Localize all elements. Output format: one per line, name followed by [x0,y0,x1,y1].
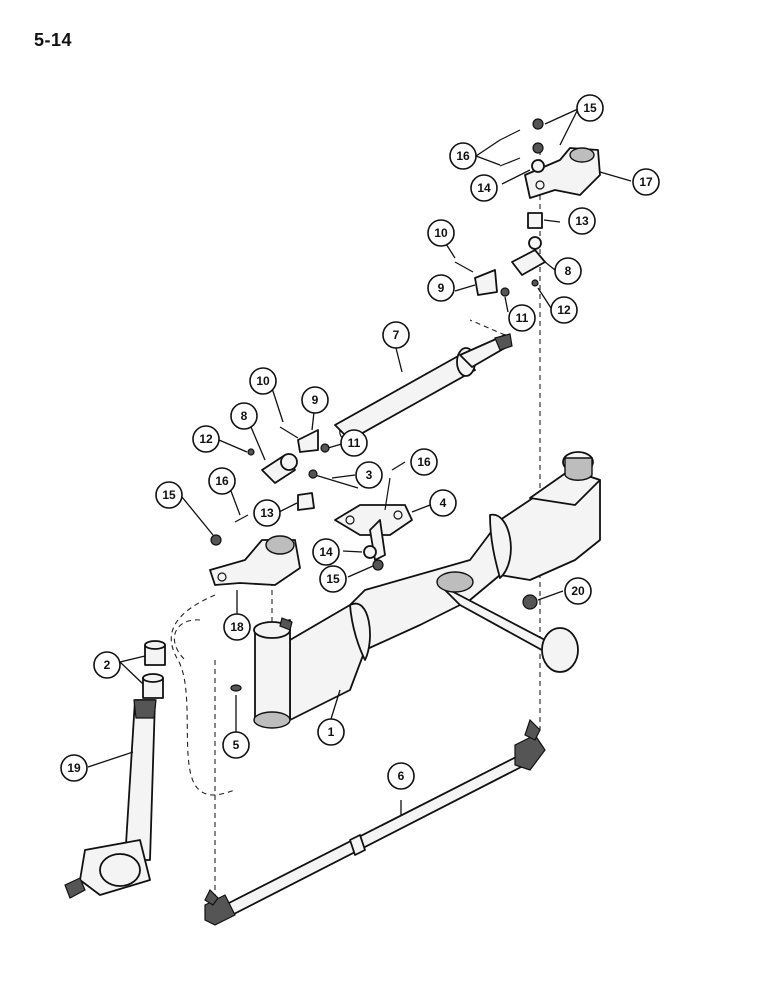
svg-text:14: 14 [319,545,333,559]
callout-5: 5 [222,731,250,759]
steering-arm-right [524,147,601,199]
callout-10-right: 10 [427,219,455,247]
svg-text:6: 6 [398,769,405,783]
svg-text:13: 13 [260,506,274,520]
page-number: 5-14 [34,30,73,50]
steering-arm-left [209,535,301,586]
tie-rod [204,718,546,926]
steering-spindle [64,699,157,899]
callout-15-left: 15 [155,481,183,509]
callout-13-right: 13 [568,207,596,235]
callouts: 1 2 3 4 5 6 7 8 8 9 9 10 10 11 11 12 12 … [60,94,660,790]
svg-text:14: 14 [477,181,491,195]
svg-text:8: 8 [241,409,248,423]
svg-text:7: 7 [393,328,400,342]
svg-text:9: 9 [438,281,445,295]
hardware [210,118,546,692]
callout-6: 6 [387,762,415,790]
callout-9-left: 9 [301,386,329,414]
svg-text:12: 12 [199,432,213,446]
callout-12-left: 12 [192,425,220,453]
svg-text:17: 17 [639,175,653,189]
svg-text:5: 5 [233,738,240,752]
callout-4: 4 [429,489,457,517]
svg-text:20: 20 [571,584,585,598]
svg-text:8: 8 [565,264,572,278]
svg-text:15: 15 [583,101,597,115]
svg-text:19: 19 [67,761,81,775]
callout-17: 17 [632,168,660,196]
callout-2: 2 [93,651,121,679]
callout-14-left: 14 [312,538,340,566]
callout-11-right: 11 [508,304,536,332]
svg-text:9: 9 [312,393,319,407]
svg-text:16: 16 [215,474,229,488]
svg-text:11: 11 [516,311,529,325]
bushings [142,640,166,699]
front-axle [253,451,601,729]
svg-text:11: 11 [348,436,361,450]
callout-13-left: 13 [253,499,281,527]
svg-text:10: 10 [256,374,270,388]
assembly-lines [170,150,541,900]
svg-text:2: 2 [104,658,111,672]
svg-text:16: 16 [456,149,470,163]
callout-1: 1 [317,718,345,746]
callout-9-right: 9 [427,274,455,302]
svg-text:16: 16 [417,455,431,469]
svg-text:13: 13 [575,214,589,228]
callout-8-right: 8 [554,257,582,285]
callout-12-right: 12 [550,296,578,324]
steering-cylinder [334,333,513,441]
callout-8-left: 8 [230,402,258,430]
callout-16-right: 16 [449,142,477,170]
callout-15-middle: 15 [319,565,347,593]
callout-14-right: 14 [470,174,498,202]
callout-20: 20 [564,577,592,605]
callout-16-middle: 16 [410,448,438,476]
callout-7: 7 [382,321,410,349]
svg-text:10: 10 [434,226,448,240]
svg-text:15: 15 [162,488,176,502]
svg-text:15: 15 [326,572,340,586]
svg-text:18: 18 [230,620,244,634]
svg-text:1: 1 [328,725,335,739]
callout-19: 19 [60,754,88,782]
callout-16-left: 16 [208,467,236,495]
callout-18: 18 [223,613,251,641]
callout-10-left: 10 [249,367,277,395]
callout-15-right: 15 [576,94,604,122]
callout-11-left: 11 [340,429,368,457]
callout-3: 3 [355,461,383,489]
svg-text:4: 4 [440,496,447,510]
svg-text:3: 3 [366,468,373,482]
svg-text:12: 12 [557,303,571,317]
leader-lines [87,108,632,815]
